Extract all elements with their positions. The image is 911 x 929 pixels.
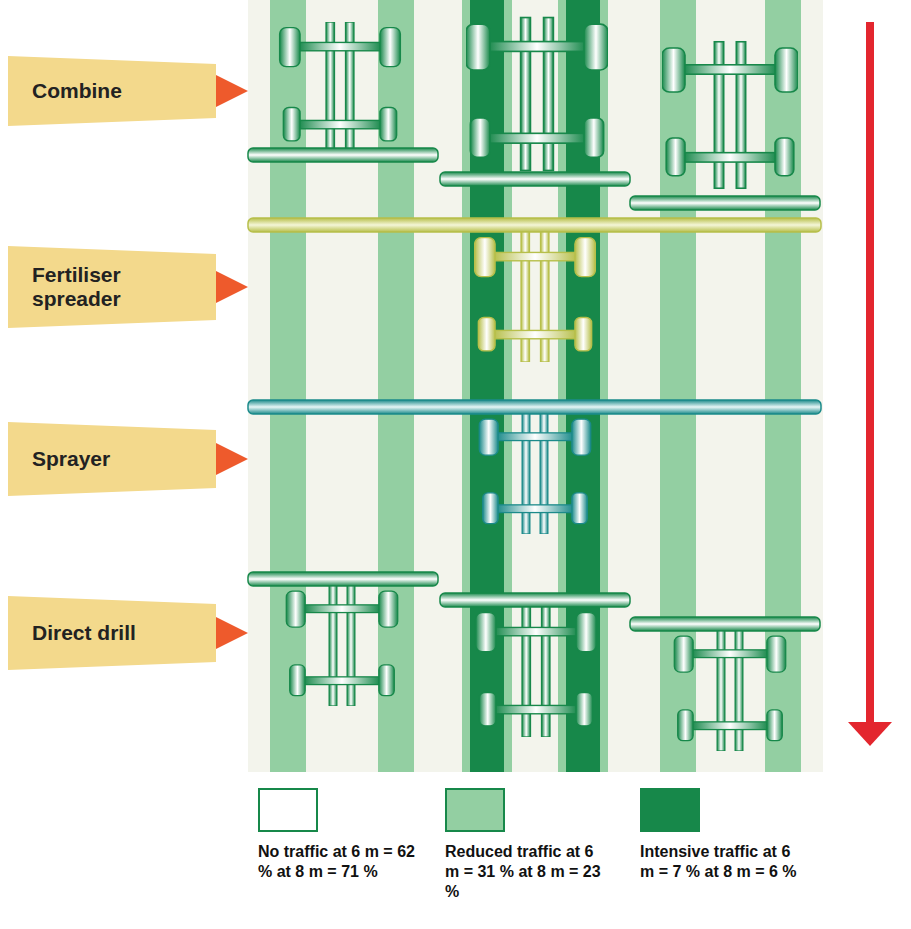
step-name: Fertiliser spreader — [8, 263, 197, 311]
legend-text: No traffic at 6 m = 62 % at 8 m = 71 % — [258, 842, 423, 882]
step-label: Combine — [8, 56, 250, 126]
legend-swatch — [640, 788, 700, 832]
step-name: Combine — [8, 79, 197, 103]
step-label: Fertiliser spreader — [8, 246, 250, 328]
legend-text: Reduced traffic at 6 m = 31 % at 8 m = 2… — [445, 842, 610, 902]
step-label: Sprayer — [8, 422, 250, 496]
step-label: Direct drill — [8, 596, 250, 670]
step-name: Sprayer — [8, 447, 197, 471]
step-name: Direct drill — [8, 621, 197, 645]
legend-text: Intensive traffic at 6 m = 7 % at 8 m = … — [640, 842, 805, 882]
legend-swatch — [258, 788, 318, 832]
legend-swatch — [445, 788, 505, 832]
